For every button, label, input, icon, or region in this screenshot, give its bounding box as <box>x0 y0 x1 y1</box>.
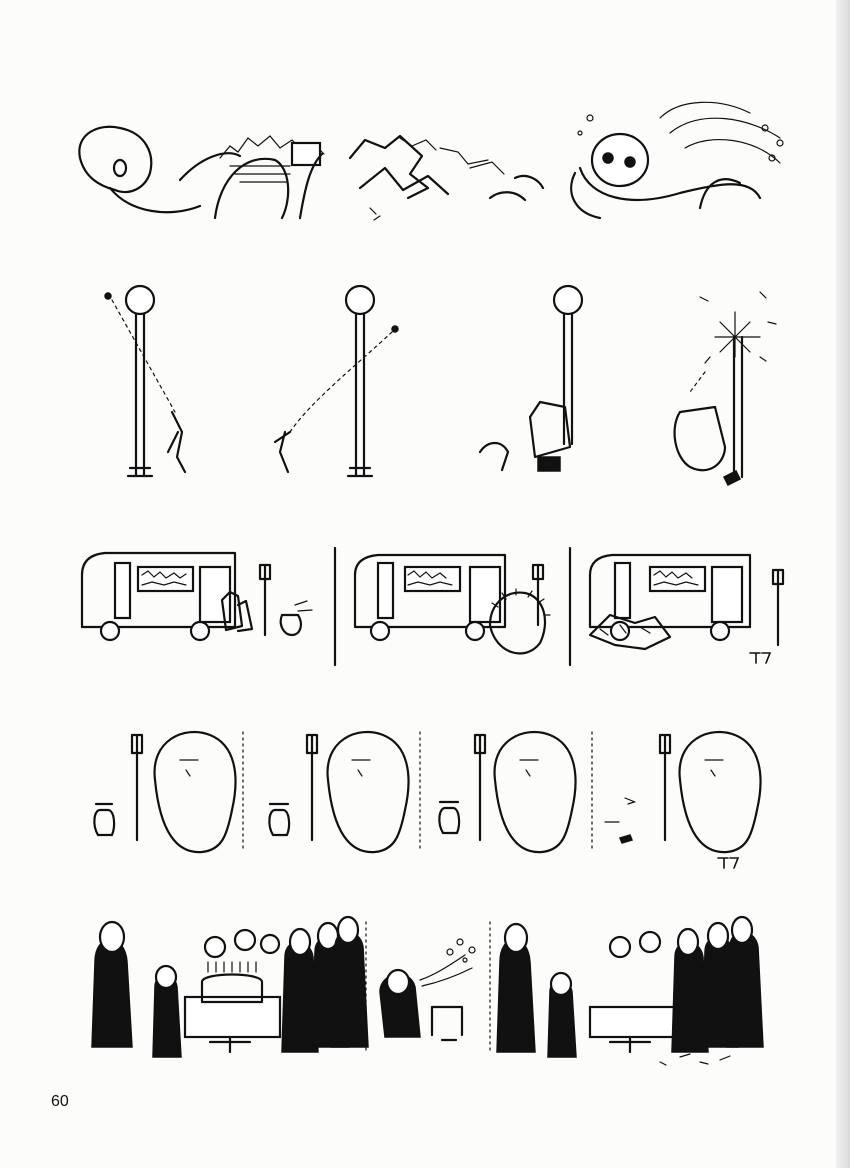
panel-cake-aftermath <box>496 915 764 1066</box>
strip-street-lamps <box>60 282 800 492</box>
page-edge-shadow <box>836 0 850 1168</box>
artist-signature-icon <box>749 652 772 664</box>
panel-bus-pileup <box>588 553 785 651</box>
panel-cake-sneeze <box>379 938 476 1042</box>
panel-yeti-3 <box>438 730 577 854</box>
strip-birthday-cake <box>60 912 800 1077</box>
panel-yeti-4 <box>604 730 762 854</box>
panel-yeti-1 <box>93 730 237 854</box>
panel-tumbling-villagers <box>348 134 545 221</box>
panel-giant-head <box>78 125 325 220</box>
strip-giant-face <box>60 88 800 228</box>
panel-cake-guests <box>91 915 369 1058</box>
panel-bus-hedgehog <box>353 553 551 655</box>
strip-birthday-cake-drawing <box>91 915 764 1066</box>
strip-bus-stop <box>60 545 800 675</box>
panel-bus-queue <box>80 551 313 642</box>
panel-lamp-throw-1 <box>104 284 187 478</box>
panel-lamp-throw-2 <box>273 284 399 478</box>
panel-lamp-shattered <box>673 291 777 487</box>
page-number: 60 <box>51 1093 69 1110</box>
panel-yeti-2 <box>268 730 410 854</box>
panel-lamp-man-briefcase <box>478 284 584 472</box>
strip-street-lamps-drawing <box>104 284 777 487</box>
strip-giant-face-drawing <box>78 101 784 221</box>
artist-signature-icon <box>717 857 740 869</box>
panel-giant-splash <box>570 101 784 220</box>
strip-bus-stop-drawing <box>80 546 785 667</box>
strip-yeti-drawing <box>93 730 762 869</box>
strip-yeti-bus-stop <box>60 720 800 885</box>
